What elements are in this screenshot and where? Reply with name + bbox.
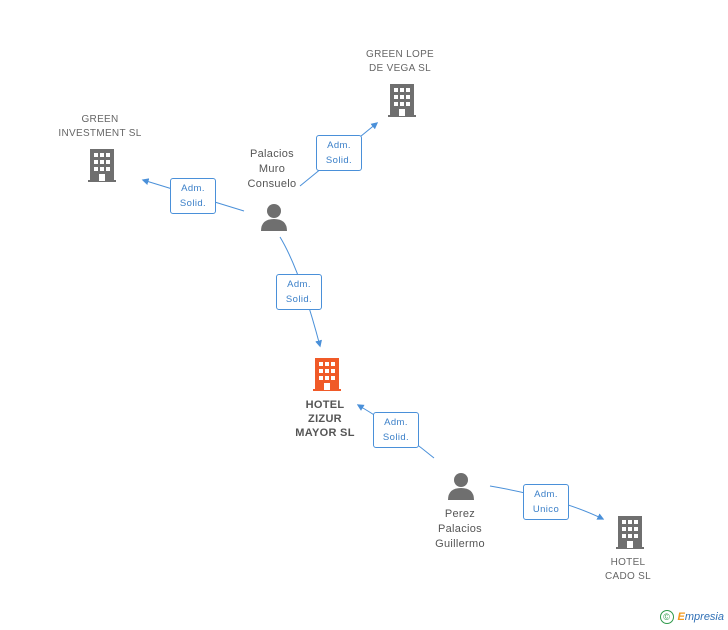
- edge-label-perez-hotel-cado: Adm. Unico: [523, 484, 569, 520]
- edge-label-palacios-hotel-zizur: Adm. Solid.: [276, 274, 322, 310]
- person-icon-palacios[interactable]: [261, 204, 287, 231]
- company-label-green-lope[interactable]: GREEN LOPE DE VEGA SL: [365, 49, 435, 74]
- building-icon-hotel-cado[interactable]: [616, 516, 644, 549]
- brand-logo-rest: mpresia: [684, 611, 724, 623]
- company-label-hotel-zizur[interactable]: HOTEL ZIZUR MAYOR SL: [295, 399, 355, 439]
- brand-logo-initial: E: [677, 611, 685, 623]
- edge-label-perez-hotel-zizur: Adm. Solid.: [373, 412, 419, 448]
- footer-credit: © Empresia: [659, 610, 724, 624]
- person-label-palacios[interactable]: Palacios Muro Consuelo: [247, 148, 297, 190]
- person-label-perez[interactable]: Perez Palacios Guillermo: [435, 508, 485, 550]
- building-icon-hotel-zizur[interactable]: [313, 358, 341, 391]
- building-icon-green-lope[interactable]: [388, 84, 416, 117]
- building-icon-green-investment[interactable]: [88, 149, 116, 182]
- edge-label-palacios-green-lope: Adm. Solid.: [316, 135, 362, 171]
- person-icon-perez[interactable]: [448, 473, 474, 500]
- brand-logo[interactable]: Empresia: [678, 611, 724, 623]
- edge-label-palacios-green-investment: Adm. Solid.: [170, 178, 216, 214]
- company-label-green-investment[interactable]: GREEN INVESTMENT SL: [58, 114, 142, 139]
- copyright-icon: ©: [659, 610, 674, 624]
- company-label-hotel-cado[interactable]: HOTEL CADO SL: [604, 557, 651, 582]
